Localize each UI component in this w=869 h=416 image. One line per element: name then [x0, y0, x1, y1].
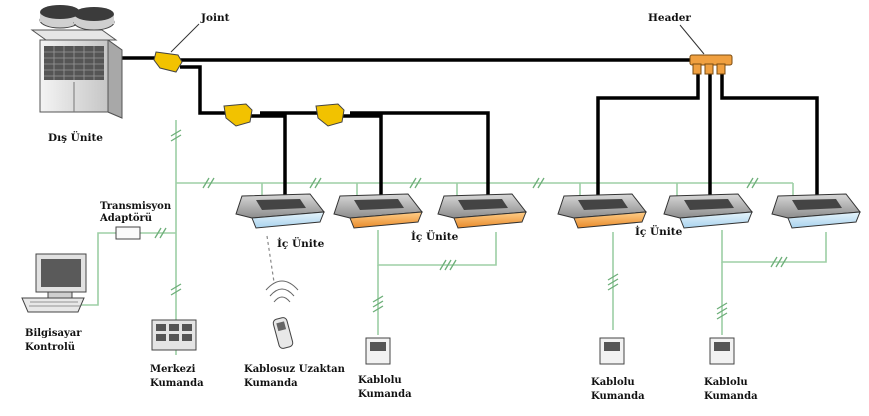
pc-control-label-1: Bilgisayar — [25, 328, 82, 339]
header-icon — [689, 54, 733, 75]
indoor-unit-label-3: İç Ünite — [635, 224, 683, 238]
central-controller-label-1: Merkezi — [150, 364, 196, 375]
central-controller-icon — [151, 319, 197, 351]
joint-label: Joint — [200, 12, 230, 24]
transmission-adapter-label-2: Adaptörü — [99, 213, 152, 224]
wired-remote-icon-2 — [599, 337, 625, 365]
transmission-adapter-label-1: Transmisyon — [100, 201, 172, 212]
indoor-unit-4 — [557, 193, 647, 229]
outdoor-unit-icon — [30, 5, 123, 119]
computer-icon — [21, 253, 87, 313]
indoor-unit-label-1: İç Ünite — [277, 236, 325, 250]
adapter-icon — [115, 226, 141, 240]
indoor-unit-6 — [771, 193, 861, 229]
refrigerant-piping — [120, 56, 819, 200]
header-leader-line — [679, 24, 705, 55]
wired-remote-label-2a: Kablolu — [591, 377, 635, 388]
header-label: Header — [648, 12, 691, 24]
indoor-unit-1 — [235, 193, 325, 229]
wireless-remote-icon — [265, 235, 299, 349]
wireless-remote-label-2: Kumanda — [244, 378, 298, 389]
pc-control-label-2: Kontrolü — [25, 342, 75, 353]
joint-icon-3 — [315, 103, 345, 127]
wired-remote-label-3b: Kumanda — [704, 391, 758, 402]
outdoor-unit-label: Dış Ünite — [48, 130, 103, 144]
indoor-unit-3 — [437, 193, 527, 229]
indoor-unit-2 — [333, 193, 423, 229]
joint-leader-line — [170, 23, 200, 53]
signal-tick-marks — [154, 129, 788, 320]
joint-icon-2 — [223, 103, 253, 127]
wired-remote-label-1b: Kumanda — [358, 389, 412, 400]
indoor-unit-label-2: İç Ünite — [411, 229, 459, 243]
wired-remote-icon-3 — [709, 337, 735, 365]
wired-remote-icon-1 — [365, 337, 391, 365]
wired-remote-label-3a: Kablolu — [704, 377, 748, 388]
central-controller-label-2: Kumanda — [150, 378, 204, 389]
wired-remote-label-1a: Kablolu — [358, 375, 402, 386]
indoor-unit-5 — [663, 193, 753, 229]
joint-icon — [153, 51, 183, 73]
wired-remote-label-2b: Kumanda — [591, 391, 645, 402]
wireless-remote-label-1: Kablosuz Uzaktan — [244, 364, 346, 375]
